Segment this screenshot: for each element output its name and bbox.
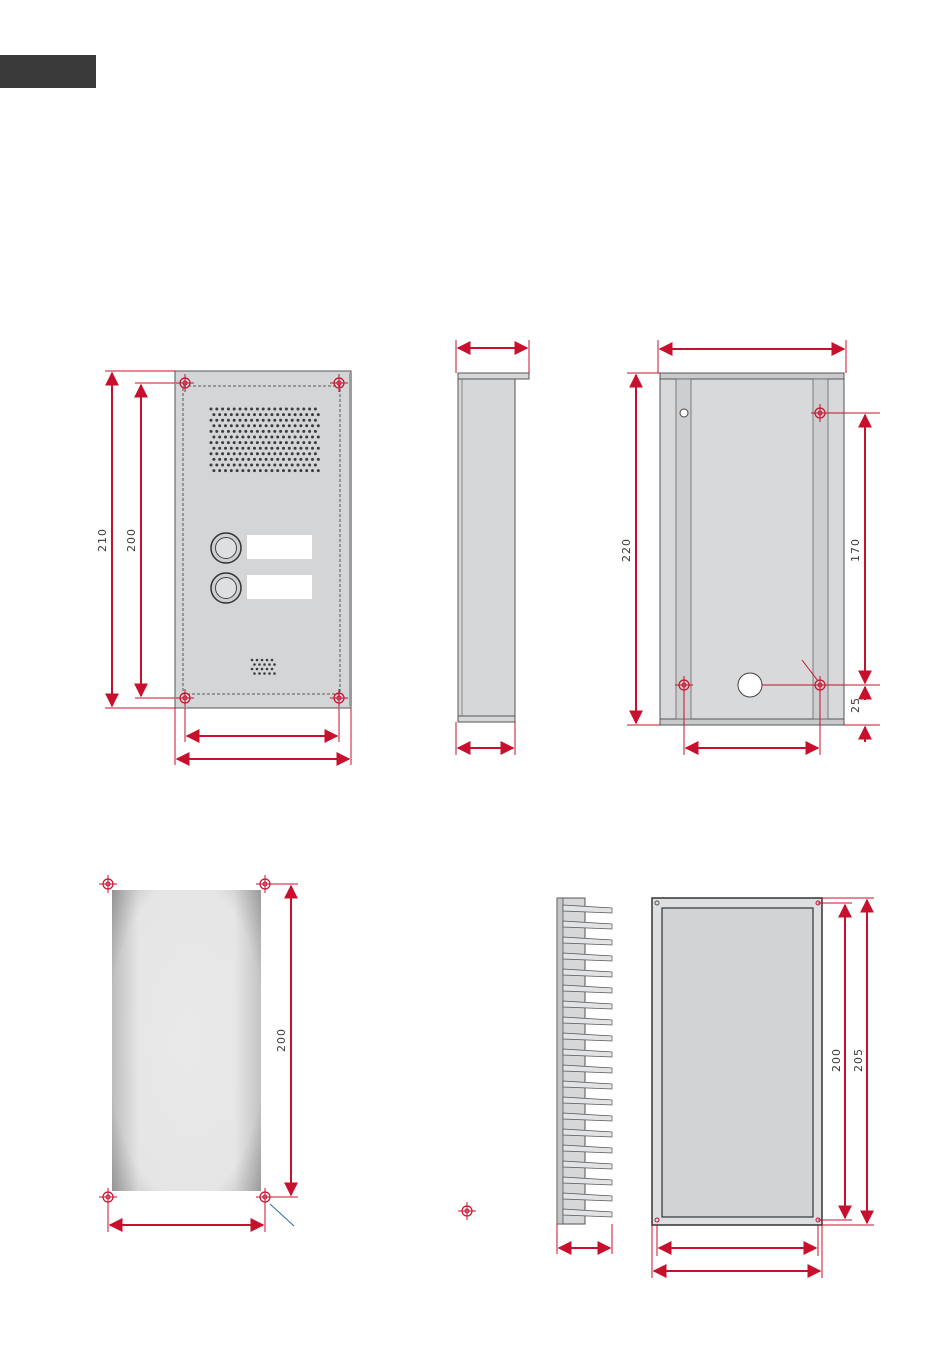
mounting-hole <box>680 409 688 417</box>
dim-label-220: 220 <box>620 538 633 562</box>
side-housing <box>458 373 515 722</box>
call-button-2 <box>211 573 241 603</box>
front-panel-view: 210 200 <box>96 371 352 765</box>
name-label-2 <box>247 575 312 599</box>
flush-cutout-view: 200 <box>99 875 298 1232</box>
side-view <box>456 340 529 755</box>
dim-label-200-box: 200 <box>830 1048 843 1072</box>
dim-label-200-cutout: 200 <box>275 1028 288 1052</box>
flush-box-opening <box>662 908 813 1217</box>
dim-label-205: 205 <box>852 1048 865 1072</box>
dim-label-25: 25 <box>849 697 862 713</box>
screw-mark-icon <box>458 1202 476 1220</box>
dim-label-170: 170 <box>849 538 862 562</box>
flush-box-front-view: 200 205 <box>652 898 874 1278</box>
name-label-1 <box>247 535 312 559</box>
call-button-1 <box>211 533 241 563</box>
backbox-view: 220 170 25 <box>620 340 880 755</box>
flush-box-side-view <box>557 898 612 1254</box>
dim-label-200: 200 <box>125 528 138 552</box>
front-panel-edge <box>349 373 352 706</box>
cable-entry-hole <box>738 673 762 697</box>
dim-label-210: 210 <box>96 528 109 552</box>
